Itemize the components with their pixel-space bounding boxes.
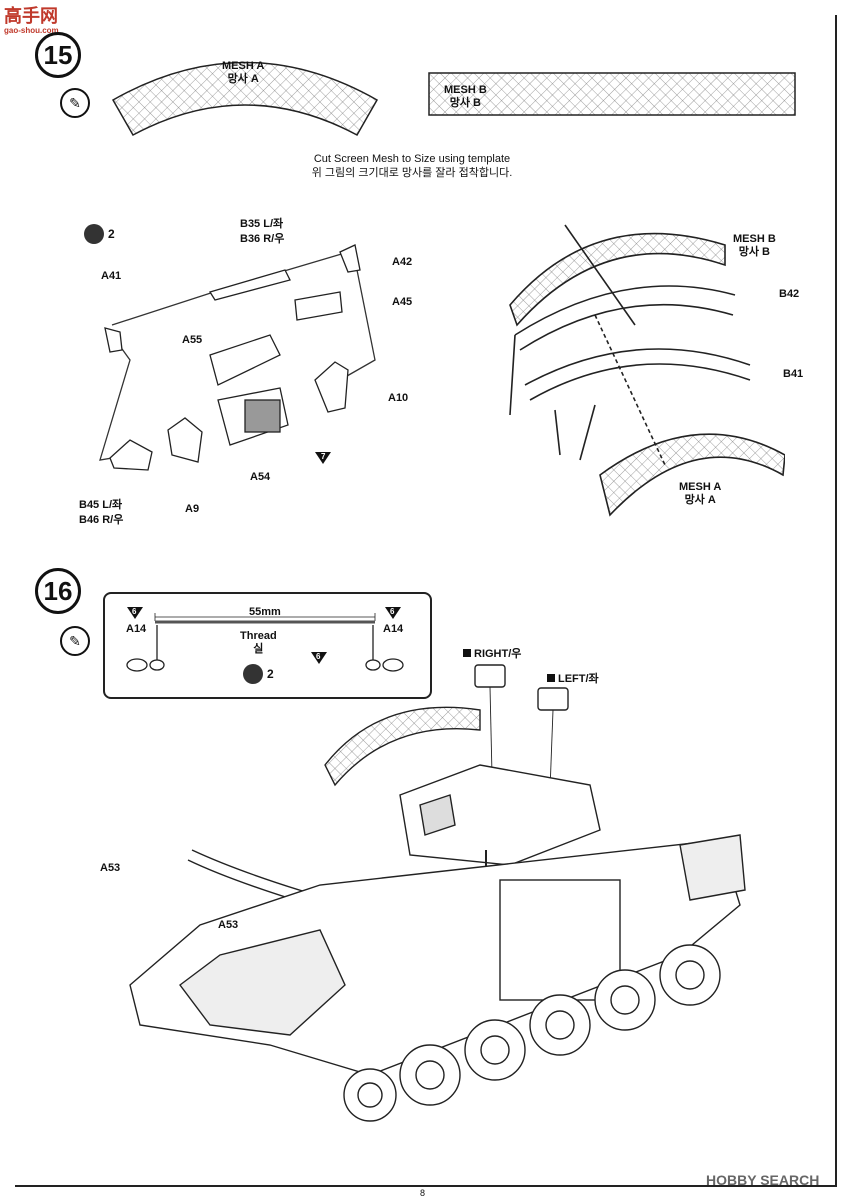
label-b36: B36 R/우 [240, 233, 285, 245]
label-a53-mid: A53 [218, 919, 239, 931]
label-a14-left: A14 [126, 623, 147, 635]
watermark-url: gao-shou.com [4, 26, 59, 35]
mesh-b-template [428, 72, 796, 116]
thread-label: Thread 실 [240, 630, 277, 655]
label-b35: B35 L/좌 [240, 218, 284, 230]
color-ref-number: 7 [321, 452, 326, 461]
label-b42: B42 [779, 288, 800, 300]
label-a41: A41 [101, 270, 122, 282]
bullet-icon [463, 649, 471, 657]
cut-mesh-instruction: Cut Screen Mesh to Size using template 위… [311, 153, 513, 179]
label-b46: B46 R/우 [79, 514, 124, 526]
step15-right-rails [509, 224, 785, 517]
glue-qty: 2 [267, 667, 274, 681]
glue-qty: 2 [108, 227, 115, 241]
label-left: LEFT/좌 [547, 670, 599, 686]
thread-diagram [126, 613, 404, 672]
tank-assembly-drawing [129, 664, 746, 1122]
thread-length: 55mm [249, 606, 281, 618]
label-a55: A55 [182, 334, 203, 346]
page-number: 8 [420, 1188, 426, 1198]
page-frame [15, 15, 837, 1187]
watermark-logo: 高手网 [4, 6, 58, 26]
label-a9: A9 [185, 503, 200, 515]
glue-badge-icon [243, 664, 263, 684]
mesh-a-template [111, 61, 379, 137]
label-a53-top: A53 [100, 862, 121, 874]
mesh-b-label: MESH B 망사 B [444, 84, 487, 109]
label-b45: B45 L/좌 [79, 499, 123, 511]
label-a10: A10 [388, 392, 409, 404]
rail-mesh-b-label: MESH B 망사 B [733, 233, 776, 258]
cement-icon: ✎ [60, 88, 90, 118]
glue-badge-icon [84, 224, 104, 244]
mesh-a-label: MESH A 망사 A [222, 60, 265, 85]
thread-color-ref-right [385, 607, 401, 619]
thread-color-ref-left [127, 607, 143, 619]
label-right: RIGHT/우 [463, 645, 521, 661]
label-a42: A42 [392, 256, 413, 268]
label-a14-right: A14 [383, 623, 404, 635]
cement-icon: ✎ [60, 626, 90, 656]
step15-left-assembly [99, 244, 376, 471]
step-15-number: 15 [35, 32, 81, 78]
hobby-search-watermark: HOBBY SEARCH [706, 1172, 820, 1188]
color-ref-number: 6 [132, 607, 137, 616]
step-16-number: 16 [35, 568, 81, 614]
color-ref-triangle [315, 452, 331, 464]
rail-mesh-a-label: MESH A 망사 A [679, 481, 722, 506]
color-ref-number: 6 [390, 607, 395, 616]
bullet-icon [547, 674, 555, 682]
label-b41: B41 [783, 368, 804, 380]
thread-subassembly-box [103, 592, 432, 699]
label-a45: A45 [392, 296, 413, 308]
thread-color-ref-center [311, 652, 327, 664]
color-ref-number: 6 [316, 652, 321, 661]
label-a54: A54 [250, 471, 271, 483]
